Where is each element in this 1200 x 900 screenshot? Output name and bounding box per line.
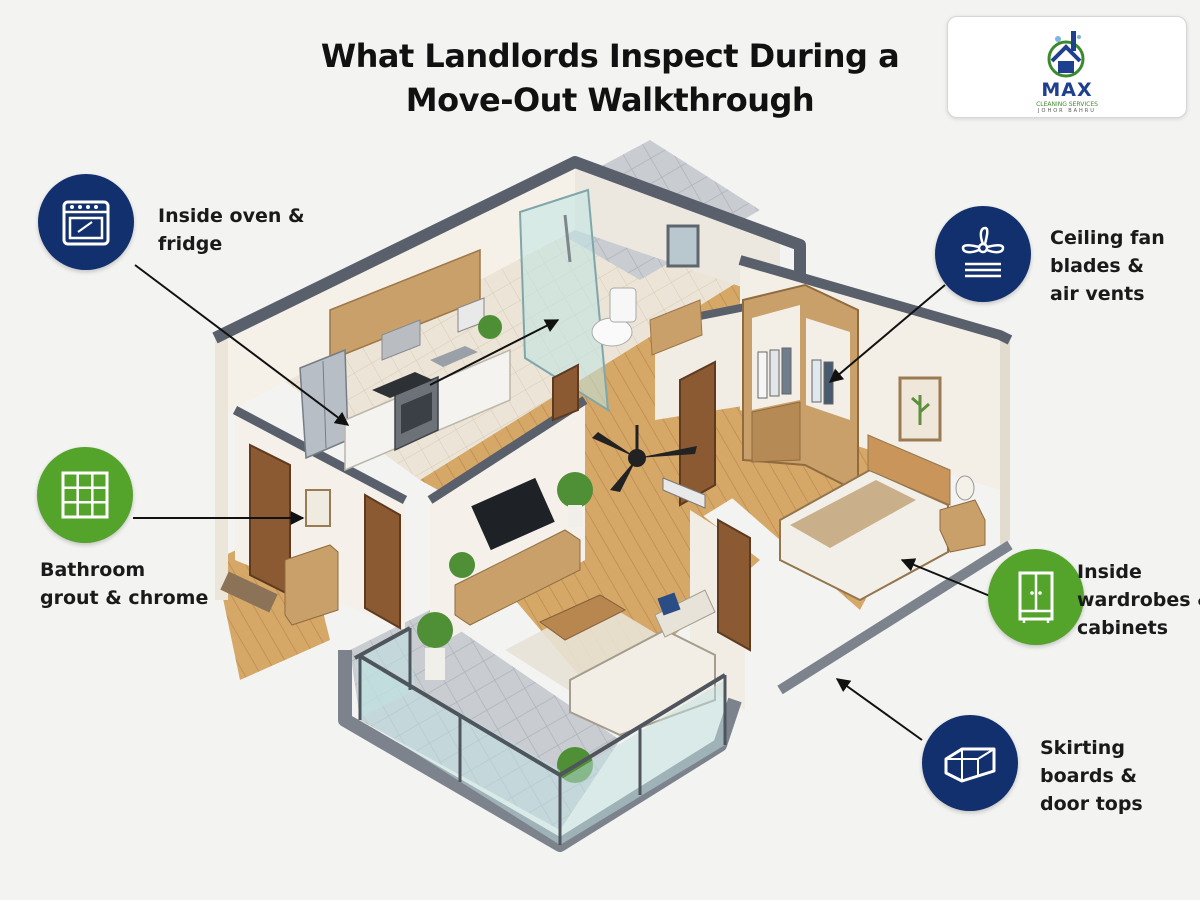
balcony-railing bbox=[354, 626, 727, 845]
nightstand bbox=[939, 499, 986, 553]
hall-door bbox=[552, 363, 579, 422]
callout-label-ceiling-fan: Ceiling fan blades & air vents bbox=[1050, 224, 1165, 308]
callout-label-oven-fridge: Inside oven & fridge bbox=[158, 202, 305, 258]
logo-name: MAX bbox=[1041, 79, 1093, 101]
house-logo-icon bbox=[1047, 31, 1085, 78]
bedroom-door bbox=[679, 360, 716, 507]
logo-location: JOHOR BAHRU bbox=[1038, 108, 1096, 114]
doormat bbox=[220, 571, 278, 613]
ceiling-fan bbox=[592, 425, 706, 509]
callout-label-skirting: Skirting boards & door tops bbox=[1040, 734, 1143, 818]
bedroom-right-wall bbox=[1000, 335, 1010, 545]
callout-line: boards & bbox=[1040, 765, 1137, 787]
entry-cabinet bbox=[284, 544, 339, 626]
kitchen-sink bbox=[430, 346, 478, 367]
lamp bbox=[955, 475, 975, 501]
kitchen-left-wall bbox=[215, 338, 228, 600]
arrow-wardrobes bbox=[900, 558, 991, 597]
callout-line: Inside oven & bbox=[158, 205, 305, 227]
callout-label-wardrobes: Inside wardrobes & cabinets bbox=[1077, 558, 1200, 642]
callout-line: cabinets bbox=[1077, 617, 1169, 639]
plant-living bbox=[557, 472, 593, 508]
callout-line: Skirting bbox=[1040, 737, 1125, 759]
callout-line: Ceiling fan bbox=[1050, 227, 1165, 249]
callout-line: air vents bbox=[1050, 283, 1145, 305]
mirror bbox=[666, 224, 700, 268]
vanity bbox=[649, 299, 703, 356]
arrow-oven-shower bbox=[429, 319, 560, 386]
callout-line: blades & bbox=[1050, 255, 1144, 277]
title-line-1: What Landlords Inspect During a bbox=[320, 37, 900, 75]
callout-arrows bbox=[133, 264, 991, 741]
callout-line: wardrobes & bbox=[1077, 589, 1200, 611]
callout-line: Inside bbox=[1077, 561, 1142, 583]
oven-icon bbox=[38, 174, 134, 270]
balcony-plant bbox=[417, 612, 453, 648]
skirting-board-icon bbox=[922, 715, 1018, 811]
sofa-back bbox=[654, 589, 716, 638]
logo-tagline: CLEANING SERVICES bbox=[1036, 101, 1098, 108]
entry-art bbox=[305, 489, 331, 527]
kitchen-furniture bbox=[299, 248, 511, 472]
fan-vent-icon bbox=[935, 206, 1031, 302]
air-vent bbox=[662, 477, 706, 509]
page-title: What Landlords Inspect During a Move-Out… bbox=[250, 34, 970, 122]
hanging-clothes bbox=[757, 347, 834, 405]
arrow-oven-fridge bbox=[134, 264, 350, 426]
tv bbox=[471, 477, 555, 551]
arrow-ceiling-fan bbox=[828, 284, 946, 383]
arrow-skirting bbox=[835, 678, 923, 741]
kitchen-plant bbox=[478, 315, 502, 339]
cooktop bbox=[372, 372, 433, 398]
company-logo: MAX CLEANING SERVICES JOHOR BAHRU bbox=[947, 16, 1187, 118]
wardrobe-drawers bbox=[751, 401, 801, 463]
shower-glass bbox=[518, 188, 610, 412]
doors bbox=[220, 360, 751, 652]
headboard bbox=[867, 434, 951, 506]
bathroom-fixtures bbox=[518, 188, 703, 412]
coffee-table bbox=[539, 594, 627, 641]
tile-grid-icon bbox=[37, 447, 133, 543]
inner-door bbox=[364, 493, 401, 630]
tv-console bbox=[454, 529, 581, 626]
bedroom-furniture bbox=[742, 283, 986, 602]
callout-line: door tops bbox=[1040, 793, 1143, 815]
callout-line: grout & chrome bbox=[40, 587, 209, 609]
callout-line: Bathroom bbox=[40, 559, 146, 581]
callout-line: fridge bbox=[158, 233, 223, 255]
range-hood bbox=[381, 319, 421, 361]
entry-door bbox=[249, 443, 291, 597]
title-line-2: Move-Out Walkthrough bbox=[405, 81, 815, 119]
callout-label-bathroom: Bathroom grout & chrome bbox=[40, 556, 208, 612]
wardrobe-icon bbox=[988, 549, 1084, 645]
living-door bbox=[717, 518, 751, 652]
